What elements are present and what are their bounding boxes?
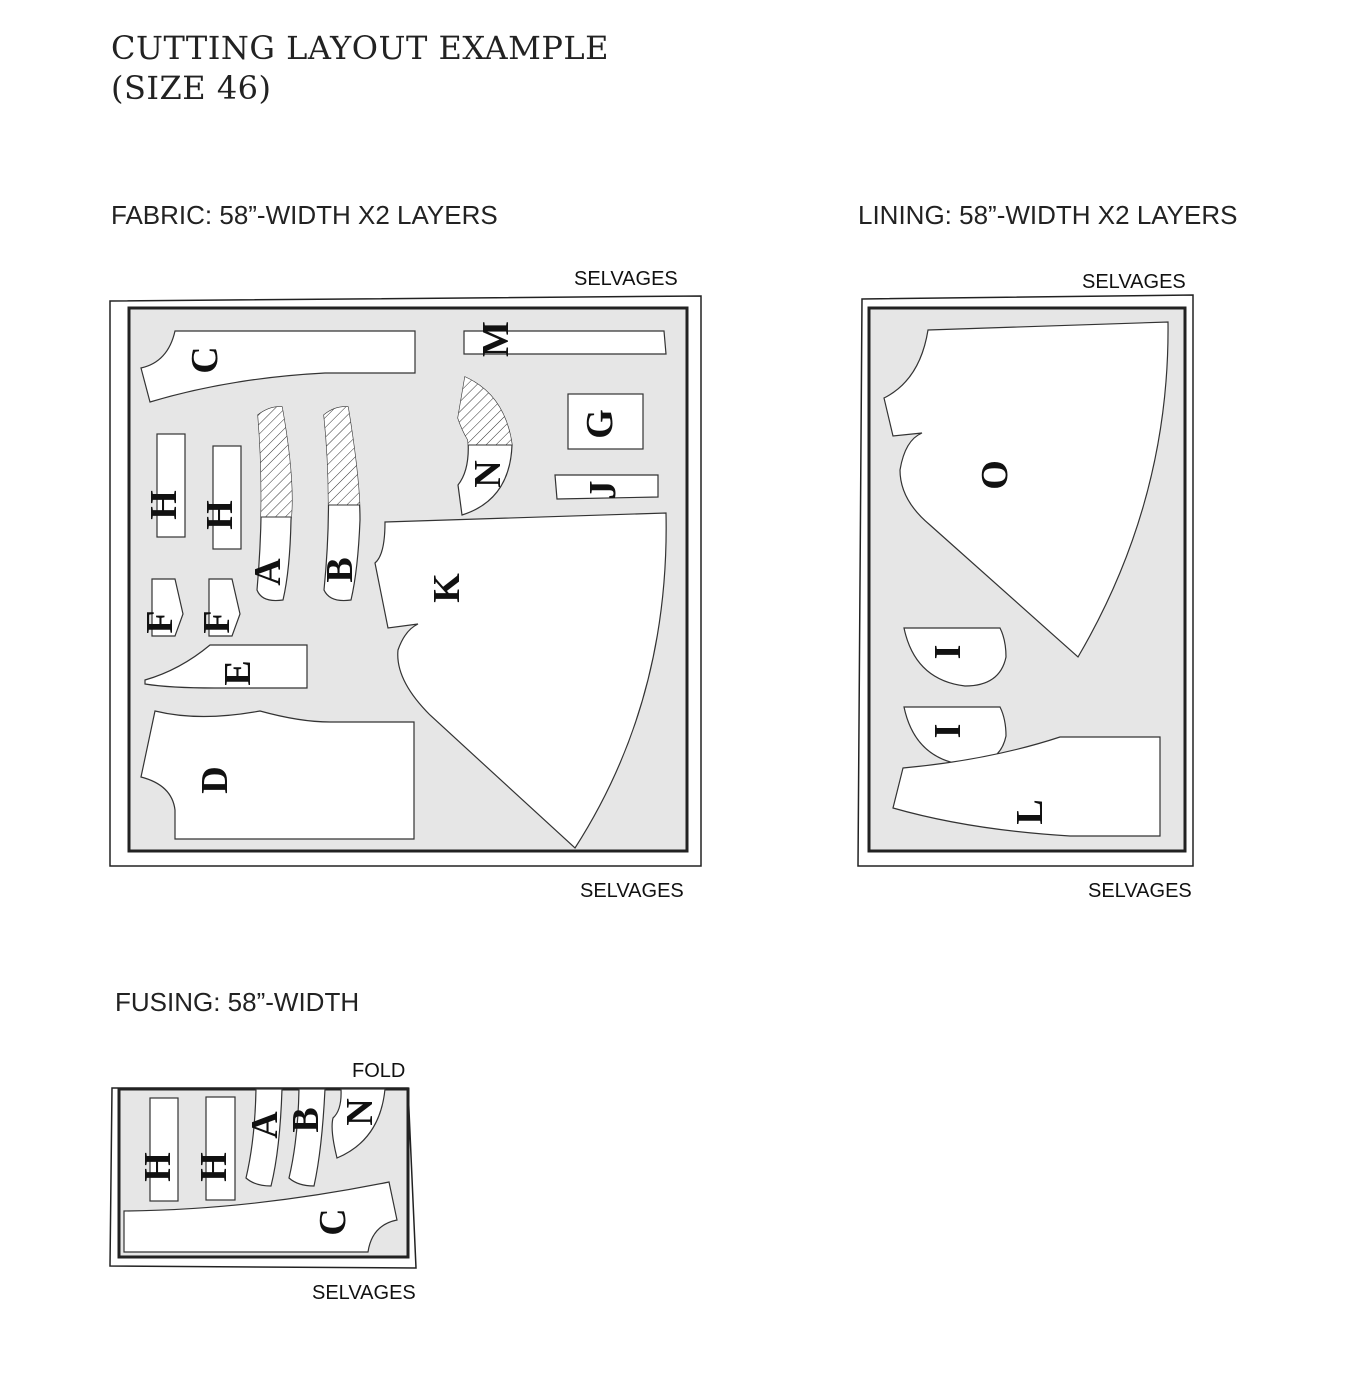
piece-k [374, 512, 667, 849]
lining-top-edge-label: SELVAGES [1082, 271, 1186, 293]
piece-o [883, 321, 1169, 658]
fusing-layout: FUSING: 58”-WIDTH FOLD SELVAGES H H A B … [109, 987, 417, 1304]
piece-f-label: F [196, 610, 238, 633]
piece-h-label: H [199, 500, 241, 530]
piece-f [151, 578, 184, 637]
piece-e [144, 644, 308, 689]
fabric-layout: FABRIC: 58”-WIDTH X2 LAYERS SELVAGES SEL… [109, 200, 702, 902]
piece-n-label: N [339, 1098, 381, 1125]
piece-c [140, 330, 416, 403]
piece-k-label: K [426, 573, 468, 603]
piece-e-label: E [217, 660, 259, 685]
fusing-top-edge-label: FOLD [352, 1060, 405, 1082]
piece-g-label: G [579, 409, 621, 439]
piece-h [205, 1096, 236, 1201]
piece-o-label: O [974, 460, 1016, 490]
piece-a [245, 1088, 283, 1187]
piece-b-label: B [319, 557, 361, 582]
piece-j [554, 474, 659, 500]
piece-c-label: C [312, 1208, 354, 1235]
piece-j-label: J [582, 481, 624, 500]
piece-n [331, 1088, 386, 1159]
piece-b-label: B [285, 1107, 327, 1132]
piece-h-label: H [137, 1152, 179, 1182]
page-title: CUTTING LAYOUT EXAMPLE [111, 29, 609, 67]
lining-heading: LINING: 58”-WIDTH X2 LAYERS [858, 200, 1238, 230]
piece-a-label: A [244, 1111, 286, 1139]
piece-h [149, 1097, 179, 1202]
piece-c [123, 1181, 398, 1253]
piece-h-label: H [193, 1152, 235, 1182]
piece-h-label: H [143, 490, 185, 520]
piece-h [212, 445, 242, 550]
piece-d [140, 710, 415, 840]
piece-m-label: M [475, 321, 517, 357]
lining-bottom-edge-label: SELVAGES [1088, 880, 1192, 902]
lining-layout: LINING: 58”-WIDTH X2 LAYERS SELVAGES SEL… [857, 200, 1238, 902]
piece-i-label: I [927, 645, 969, 660]
piece-n-label: N [467, 460, 509, 487]
piece-f-label: F [139, 610, 181, 633]
piece-h [156, 433, 186, 538]
piece-f [208, 578, 241, 637]
piece-i-label: I [927, 724, 969, 739]
piece-a-label: A [247, 558, 289, 586]
fusing-heading: FUSING: 58”-WIDTH [115, 987, 359, 1017]
piece-d-label: D [194, 766, 236, 793]
piece-g [567, 393, 644, 450]
piece-m [463, 330, 667, 355]
piece-l-label: L [1009, 799, 1051, 824]
fabric-top-edge-label: SELVAGES [574, 268, 678, 290]
piece-c-label: C [184, 346, 226, 373]
fusing-bottom-edge-label: SELVAGES [312, 1282, 416, 1304]
fabric-heading: FABRIC: 58”-WIDTH X2 LAYERS [111, 200, 498, 230]
fabric-bottom-edge-label: SELVAGES [580, 880, 684, 902]
piece-l [892, 736, 1161, 837]
page-subtitle: (SIZE 46) [111, 69, 272, 107]
piece-i [903, 627, 1007, 687]
piece-b [288, 1088, 326, 1187]
